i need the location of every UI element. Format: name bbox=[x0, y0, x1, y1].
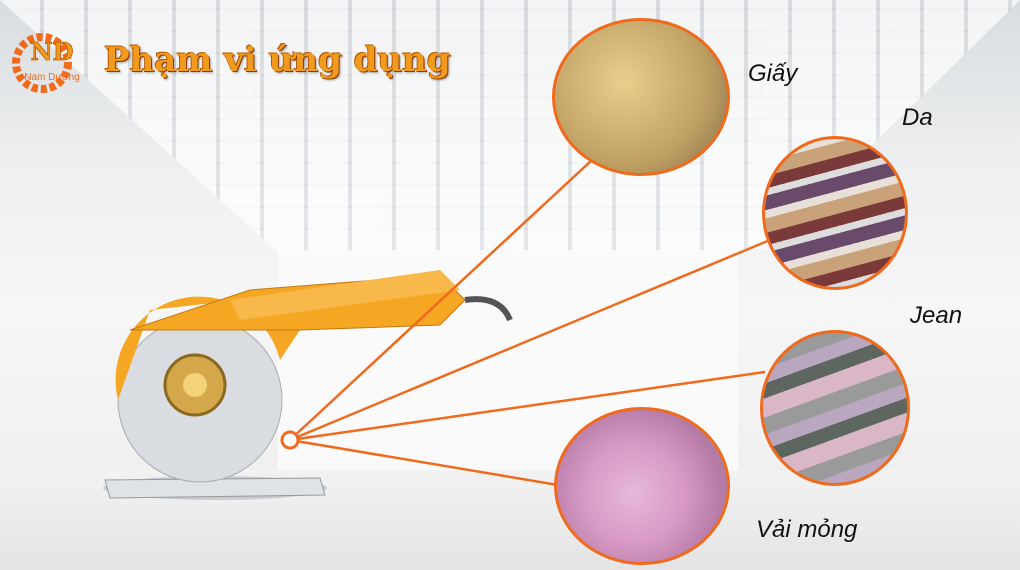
logo-text: Nam Dương bbox=[24, 72, 80, 83]
material-label: Da bbox=[902, 104, 933, 131]
nam-duong-logo: ND Nam Dương bbox=[12, 33, 80, 93]
material-label: Vải mỏng bbox=[756, 516, 858, 543]
logo-letters: ND bbox=[31, 37, 74, 66]
material-image-leather bbox=[762, 136, 908, 290]
material-label: Giấy bbox=[748, 60, 798, 87]
origin-point bbox=[280, 430, 300, 450]
material-label: Jean bbox=[910, 302, 963, 329]
page-title: Phạm vi ứng dụng bbox=[104, 40, 451, 80]
material-image-thin-fabric bbox=[554, 407, 730, 565]
material-image-paper bbox=[552, 18, 730, 176]
rotary-cutter-machine bbox=[103, 270, 513, 500]
material-image-jean bbox=[760, 330, 910, 486]
